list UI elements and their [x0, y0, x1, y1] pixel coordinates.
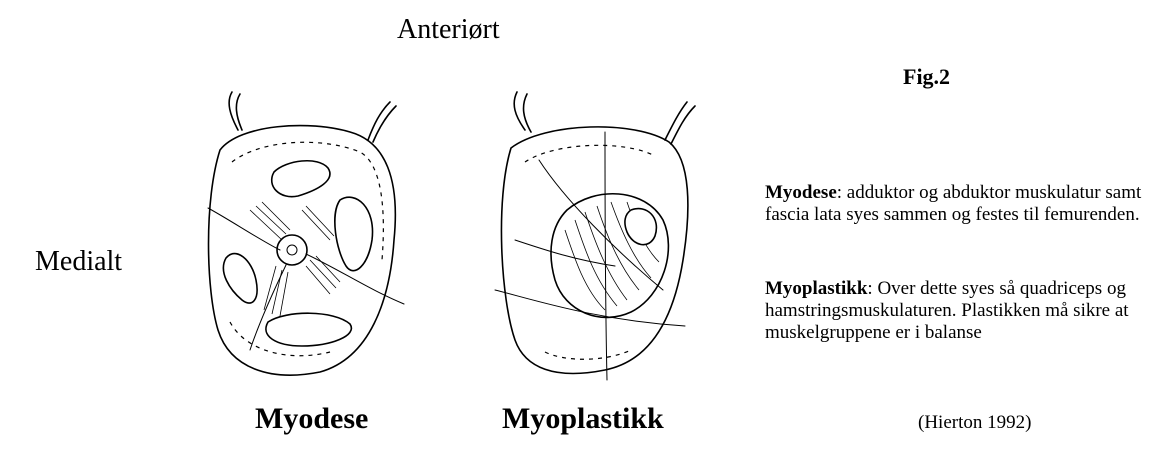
- myodese-term: Myodese: [765, 182, 837, 203]
- myoplastikk-description: Myoplastikk: Over dette syes så quadrice…: [765, 278, 1163, 344]
- myodese-description: Myodese: adduktor og abduktor muskulatur…: [765, 182, 1163, 226]
- source-citation: (Hierton 1992): [918, 412, 1031, 434]
- myodese-illustration: [190, 90, 410, 390]
- myodese-caption: Myodese: [255, 402, 368, 436]
- myoplastikk-term: Myoplastikk: [765, 278, 867, 299]
- anterior-label: Anteriørt: [397, 14, 500, 46]
- myoplastikk-illustration: [455, 90, 700, 390]
- myoplastikk-caption: Myoplastikk: [502, 402, 664, 436]
- medial-label: Medialt: [35, 246, 122, 278]
- figure-title: Fig.2: [903, 64, 950, 90]
